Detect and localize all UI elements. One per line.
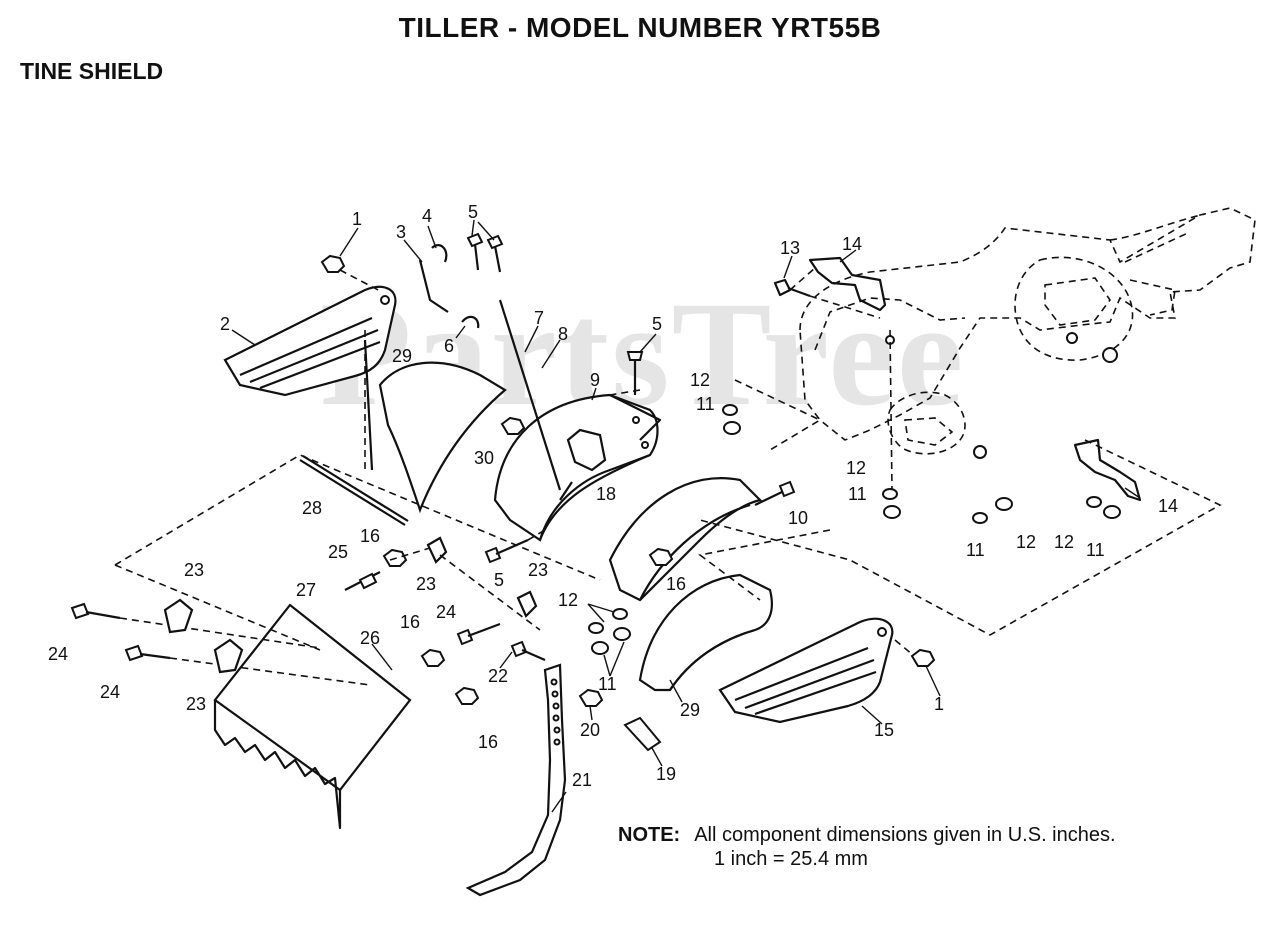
- callout-7: 7: [534, 308, 544, 328]
- callout-21: 21: [572, 770, 592, 790]
- callout-24: 24: [48, 644, 68, 664]
- callout-9: 9: [590, 370, 600, 390]
- callout-29: 29: [392, 346, 412, 366]
- bolt-10: [754, 480, 796, 506]
- callout-4: 4: [422, 206, 432, 226]
- leader-lines: [231, 219, 1141, 813]
- callout-18: 18: [596, 484, 616, 504]
- callout-5: 5: [468, 202, 478, 222]
- bolt-13: [773, 278, 881, 319]
- bracket-14-lower: [1073, 438, 1142, 502]
- callout-23: 23: [416, 574, 436, 594]
- note-line1: All component dimensions given in U.S. i…: [694, 824, 1116, 846]
- note-text: NOTE: All component dimensions given in U…: [618, 824, 1116, 847]
- callout-11: 11: [1086, 540, 1105, 560]
- callout-14: 14: [1158, 496, 1178, 516]
- nuts-16: [382, 547, 674, 705]
- drag-bar-27: [213, 603, 412, 830]
- callout-12: 12: [558, 590, 578, 610]
- rod-28: [299, 455, 409, 526]
- callout-12: 12: [1016, 532, 1036, 552]
- callout-1: 1: [352, 209, 362, 229]
- callout-14: 14: [842, 234, 862, 254]
- callout-19: 19: [656, 764, 676, 784]
- callout-24: 24: [100, 682, 120, 702]
- callout-27: 27: [296, 580, 316, 600]
- tine-shield-29-left: [363, 330, 507, 514]
- callout-16: 16: [666, 574, 686, 594]
- lever-rod: [418, 244, 562, 491]
- bracket-18: [559, 428, 607, 501]
- callout-15: 15: [874, 720, 894, 740]
- main-shield-9: [493, 393, 662, 542]
- callout-25: 25: [328, 542, 348, 562]
- callout-5: 5: [652, 314, 662, 334]
- nut-1-left: [320, 254, 383, 293]
- clamp-23: [163, 536, 538, 674]
- nut-20: [578, 688, 604, 707]
- bolt-5-lower: [484, 529, 546, 564]
- note-line2: 1 inch = 25.4 mm: [714, 848, 868, 870]
- washers-11-12: [588, 404, 1121, 655]
- callout-23: 23: [184, 560, 204, 580]
- callout-6: 6: [444, 336, 454, 356]
- callout-24: 24: [436, 602, 456, 622]
- pin-19: [623, 716, 662, 752]
- callout-11: 11: [696, 394, 715, 414]
- depth-bar-21: [465, 663, 567, 897]
- callout-16: 16: [360, 526, 380, 546]
- tine-shield-29-right: [638, 573, 773, 692]
- callout-12: 12: [1054, 532, 1074, 552]
- callout-29: 29: [680, 700, 700, 720]
- alignment-lines: [114, 329, 1222, 651]
- pin-25: [344, 571, 381, 591]
- callout-22: 22: [488, 666, 508, 686]
- callout-16: 16: [400, 612, 420, 632]
- note-label: NOTE:: [618, 824, 681, 846]
- callout-30: 30: [474, 448, 494, 468]
- callout-1: 1: [934, 694, 944, 714]
- callout-20: 20: [580, 720, 600, 740]
- bolt-24-mid: [456, 622, 501, 646]
- callout-labels: 1 1 2 3 4 5 5 5 6 7 8 9 10 11 11 11 11 1…: [48, 202, 1178, 790]
- tiller-housing-outline: [799, 207, 1256, 459]
- callout-10: 10: [788, 508, 808, 528]
- callout-8: 8: [558, 324, 568, 344]
- side-shield-right: [608, 477, 763, 602]
- bracket-14-upper: [789, 256, 887, 312]
- callout-16: 16: [478, 732, 498, 752]
- callout-11: 11: [848, 484, 867, 504]
- nut-30: [500, 416, 526, 435]
- callout-12: 12: [690, 370, 710, 390]
- callout-28: 28: [302, 498, 322, 518]
- callout-11: 11: [598, 674, 617, 694]
- nut-1-right: [894, 639, 936, 667]
- bolt-24-left: [70, 602, 371, 686]
- callout-3: 3: [396, 222, 406, 242]
- bolt-22: [510, 640, 546, 662]
- bolt-5-upper: [466, 232, 504, 273]
- page-title: TILLER - MODEL NUMBER YRT55B: [398, 12, 882, 43]
- callout-23: 23: [186, 694, 206, 714]
- callout-26: 26: [360, 628, 380, 648]
- step-plate-2: [223, 285, 397, 397]
- section-title: TINE SHIELD: [20, 58, 164, 84]
- callout-13: 13: [780, 238, 800, 258]
- callout-11: 11: [966, 540, 985, 560]
- bolt-5-mid: [626, 351, 644, 395]
- callout-12: 12: [846, 458, 866, 478]
- callout-23: 23: [528, 560, 548, 580]
- step-plate-15: [718, 617, 894, 724]
- callout-5: 5: [494, 570, 504, 590]
- callout-2: 2: [220, 314, 230, 334]
